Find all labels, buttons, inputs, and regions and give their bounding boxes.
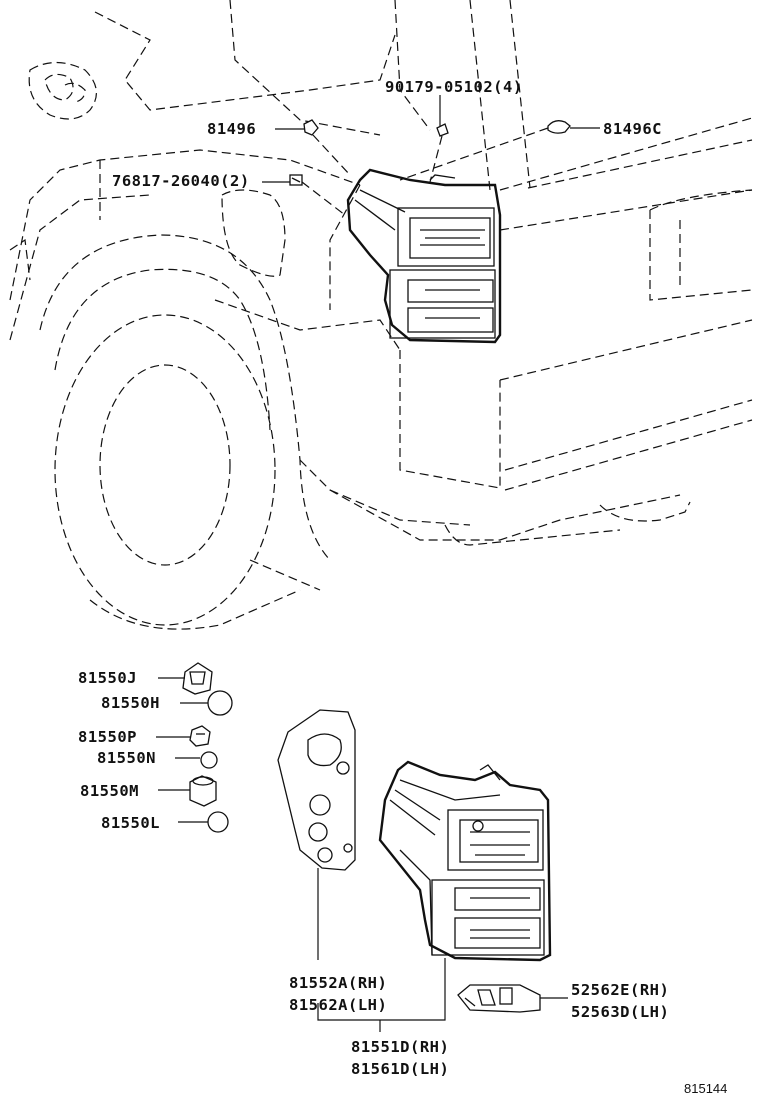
lamp-leader <box>317 958 446 1021</box>
callout-81550m: 81550M <box>80 782 139 800</box>
socket-81550p-icon <box>189 725 211 747</box>
callout-81552a: 81552A(RH) <box>289 974 387 992</box>
callout-labels: 90179-05102(4) 81496 81496C 76817-26040(… <box>78 78 727 1096</box>
bulb-81550h-icon <box>207 690 233 716</box>
callout-81550n: 81550N <box>97 749 156 767</box>
callout-81550l: 81550L <box>101 814 160 832</box>
callout-81561d: 81561D(LH) <box>351 1060 449 1078</box>
callout-81550p: 81550P <box>78 728 137 746</box>
callout-81496c: 81496C <box>603 120 662 138</box>
callout-81550h: 81550H <box>101 694 160 712</box>
callout-81551d: 81551D(RH) <box>351 1038 449 1056</box>
callout-81496: 81496 <box>207 120 256 138</box>
vehicle-body-outline <box>9 0 753 630</box>
clip-81496c-icon <box>547 120 571 134</box>
nut-90179-icon <box>436 123 449 137</box>
socket-81550m-icon <box>189 775 217 807</box>
cover-52562e-icon <box>457 984 541 1013</box>
installed-tail-lamp <box>346 168 502 344</box>
bulb-81550l-icon <box>207 811 229 833</box>
callout-52562e: 52562E(RH) <box>571 981 669 999</box>
callout-52563d: 52563D(LH) <box>571 1003 669 1021</box>
callout-76817: 76817-26040(2) <box>112 172 250 190</box>
callout-81562a: 81562A(LH) <box>289 996 387 1014</box>
top-leaders <box>262 95 600 216</box>
fasteners <box>289 119 571 186</box>
socket-81550j-icon <box>182 662 213 695</box>
callout-90179: 90179-05102(4) <box>385 78 523 96</box>
bulbs-and-sockets <box>156 662 233 833</box>
clip-81496-icon <box>303 119 319 136</box>
tail-lamp-assembly-icon <box>378 760 552 962</box>
bulb-81550n-icon <box>200 751 218 769</box>
gasket-81552a-icon <box>277 709 356 871</box>
callout-81550j: 81550J <box>78 669 137 687</box>
figure-number: 815144 <box>684 1081 727 1096</box>
